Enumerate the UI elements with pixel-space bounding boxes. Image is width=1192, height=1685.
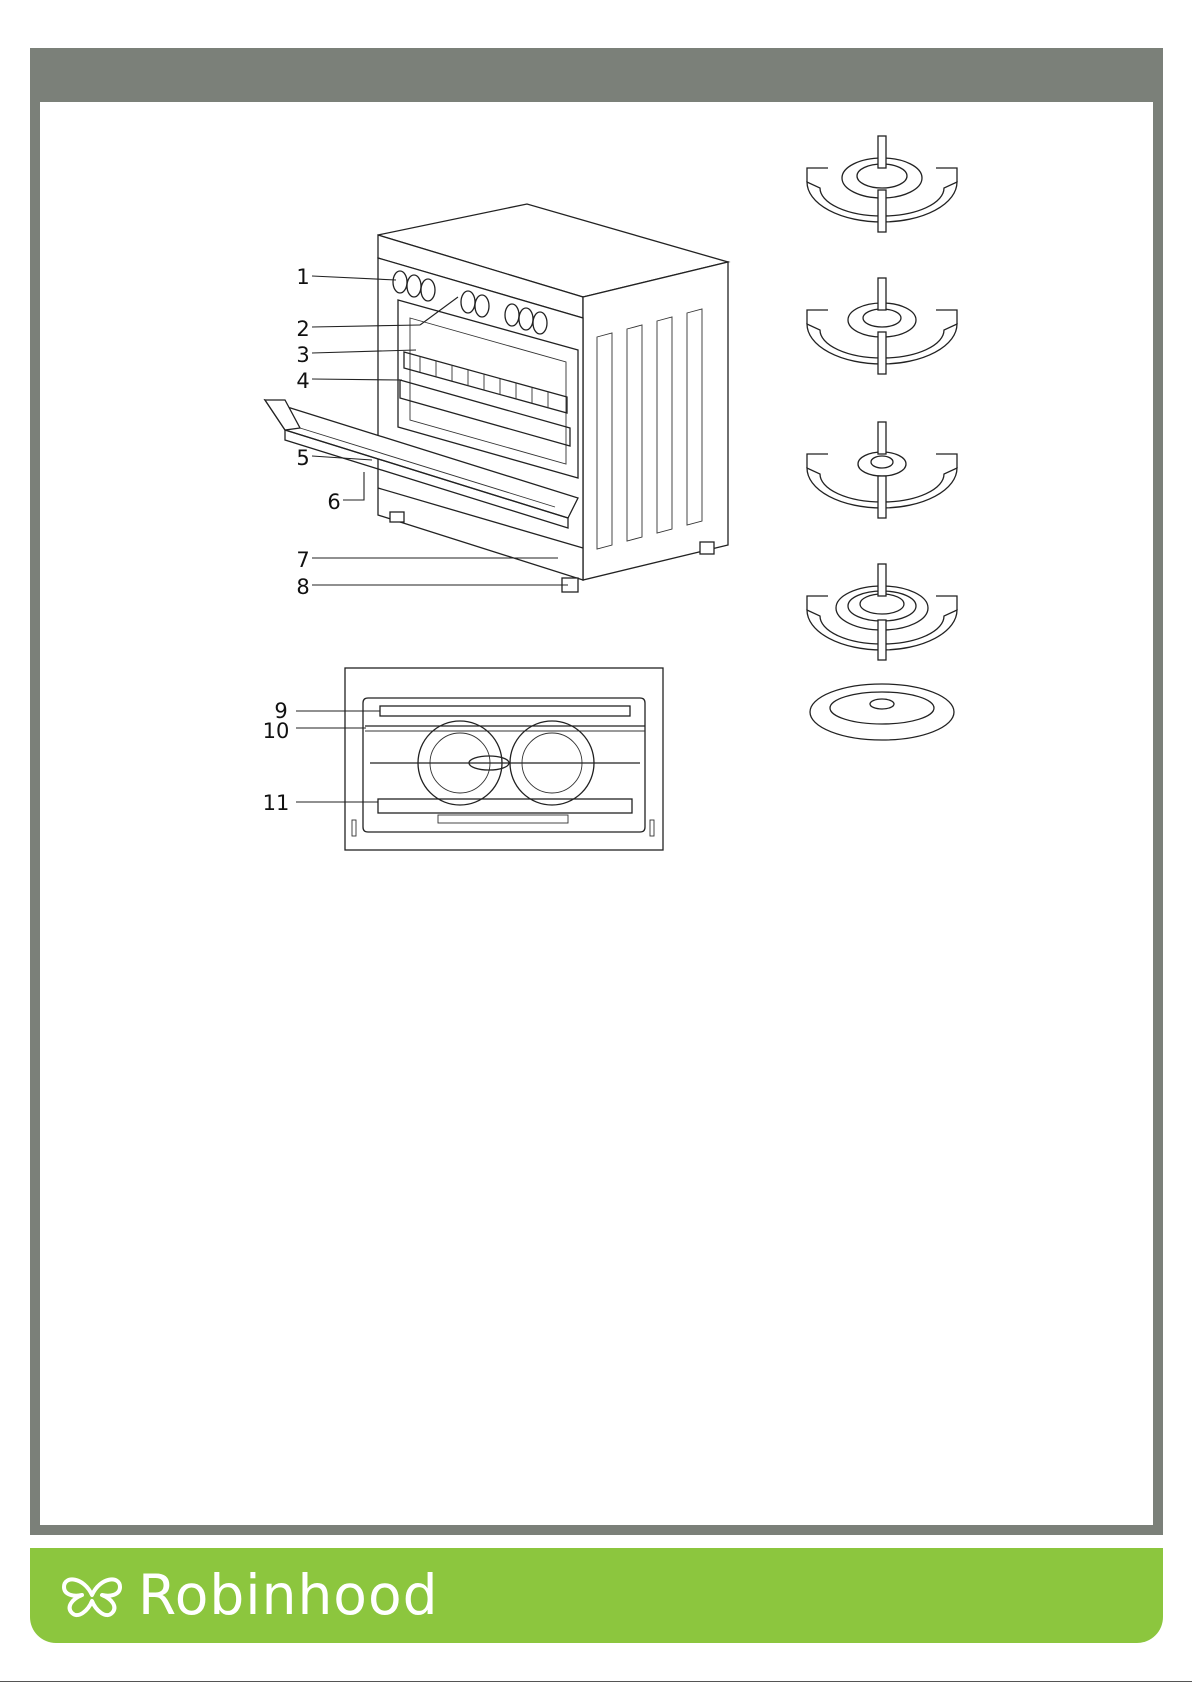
foot-left <box>390 512 404 522</box>
callout-7: 7 <box>296 548 309 572</box>
foot-back <box>700 542 714 554</box>
callout-10: 10 <box>263 719 290 743</box>
brand-name: Robinhood <box>138 1563 439 1627</box>
callout-6: 6 <box>327 490 340 514</box>
callout-4: 4 <box>296 369 309 393</box>
callout-2: 2 <box>296 317 309 341</box>
illustrations: 1 2 3 4 5 6 7 8 9 10 11 <box>0 0 1192 900</box>
grill-element <box>380 706 630 716</box>
callout-1: 1 <box>296 265 309 289</box>
hotplate <box>810 684 954 740</box>
brand-logo: Robinhood <box>60 1560 439 1630</box>
callout-11: 11 <box>263 791 290 815</box>
cooker-diagram: 1 2 3 4 5 6 7 8 <box>265 204 728 599</box>
oven-front-diagram: 9 10 11 <box>263 668 663 850</box>
burner-1 <box>807 136 957 232</box>
bottom-tray <box>378 799 632 813</box>
butterfly-logo-icon <box>60 1571 124 1619</box>
callout-5: 5 <box>296 446 309 470</box>
burner-2 <box>807 278 957 374</box>
bottom-rule <box>0 1681 1192 1682</box>
callout-3: 3 <box>296 343 309 367</box>
side-panel <box>583 262 728 580</box>
burner-3 <box>807 422 957 518</box>
callout-8: 8 <box>296 575 309 599</box>
oven-cavity <box>363 698 645 832</box>
burner-4 <box>807 564 957 660</box>
